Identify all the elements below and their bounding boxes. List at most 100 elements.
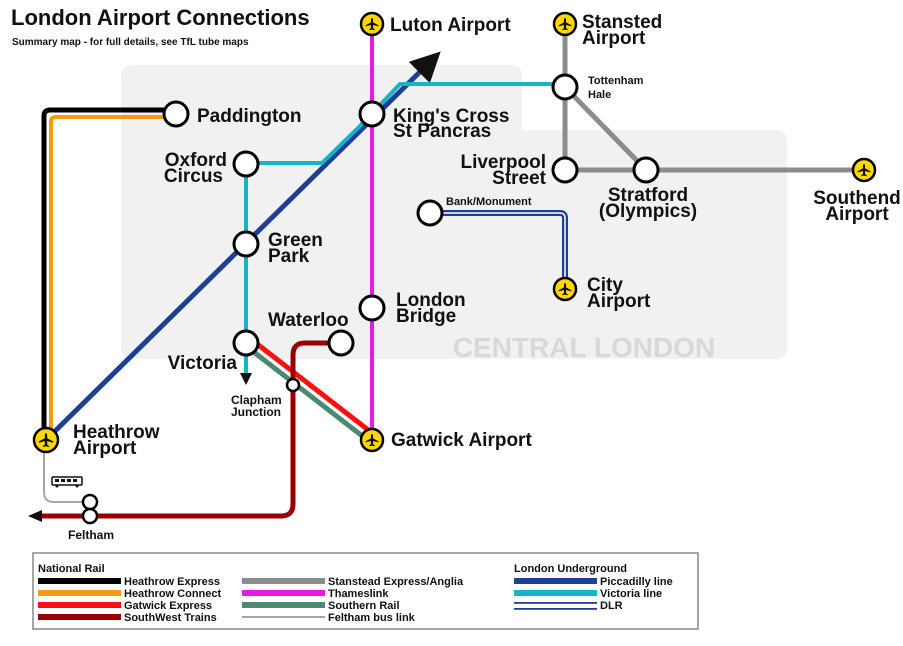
legend-item: Thameslink <box>242 588 389 600</box>
station-oxford-circus[interactable] <box>232 150 260 178</box>
label-luton: Luton Airport <box>390 15 511 36</box>
label-stratford-2: (Olympics) <box>599 201 697 222</box>
page-subtitle: Summary map - for full details, see TfL … <box>12 37 249 48</box>
label-oxford-1: Oxford <box>165 150 227 171</box>
legend-label: DLR <box>600 600 623 612</box>
label-waterloo: Waterloo <box>268 310 349 331</box>
label-stratford-1: Stratford <box>608 185 688 206</box>
legend-swatch <box>514 590 597 596</box>
station-feltham[interactable] <box>81 507 99 525</box>
legend-label: Thameslink <box>328 588 389 600</box>
airport-heathrow[interactable] <box>32 426 60 454</box>
legend-swatch <box>242 590 325 596</box>
airport-gatwick[interactable] <box>359 427 385 453</box>
zone-label: CENTRAL LONDON <box>453 332 715 363</box>
legend-label: Southern Rail <box>328 600 400 612</box>
legend-swatch <box>242 578 325 584</box>
label-london-bridge-2: Bridge <box>396 306 456 327</box>
label-paddington: Paddington <box>197 106 301 127</box>
legend-swatch <box>242 616 325 618</box>
line-heathrow-connect <box>49 115 170 430</box>
legend-label: Stanstead Express/Anglia <box>328 576 464 588</box>
label-london-bridge-1: London <box>396 290 466 311</box>
legend-item: Heathrow Express <box>38 576 220 588</box>
label-southend-2: Airport <box>825 204 889 225</box>
airport-southend[interactable] <box>851 157 877 183</box>
label-heathrow-1: Heathrow <box>73 422 160 443</box>
station-london-bridge[interactable] <box>358 294 386 322</box>
station-clapham-junction[interactable] <box>285 377 301 393</box>
label-liverpool-2: Street <box>492 168 547 189</box>
legend-swatch <box>38 578 121 584</box>
station-stratford[interactable] <box>632 156 660 184</box>
legend-label: Victoria line <box>600 588 662 600</box>
line-southern-rail <box>244 344 372 444</box>
label-stansted-1: Stansted <box>582 12 662 33</box>
page-title: London Airport Connections <box>11 5 310 30</box>
station-bank[interactable] <box>416 199 444 227</box>
label-southend-1: Southend <box>813 188 901 209</box>
legend-swatch <box>38 602 121 608</box>
label-city-2: Airport <box>587 291 651 312</box>
label-liverpool-1: Liverpool <box>460 152 546 173</box>
legend-item: Heathrow Connect <box>38 588 222 600</box>
legend-item: Southern Rail <box>242 600 400 612</box>
line-heathrow-express <box>41 107 176 438</box>
line-gatwick-express <box>250 338 378 438</box>
label-kings-cross-2: St Pancras <box>393 121 491 142</box>
label-feltham: Feltham <box>68 528 114 542</box>
label-city-1: City <box>587 275 623 296</box>
legend-item: DLR <box>514 600 623 612</box>
label-bank: Bank/Monument <box>446 196 532 208</box>
station-waterloo[interactable] <box>327 329 355 357</box>
southwest-arrow-icon <box>28 510 42 522</box>
station-green-park[interactable] <box>232 230 260 258</box>
airport-stansted[interactable] <box>552 11 578 37</box>
legend-label: SouthWest Trains <box>124 612 217 624</box>
legend-swatch <box>38 590 121 596</box>
line-feltham-bus <box>43 452 90 503</box>
legend-swatch <box>514 578 597 584</box>
legend-label: Piccadilly line <box>600 576 673 588</box>
legend-swatch <box>242 602 325 608</box>
label-gatwick: Gatwick Airport <box>391 430 532 451</box>
label-green-park-2: Park <box>268 246 310 267</box>
legend-item: Stanstead Express/Anglia <box>242 576 464 588</box>
legend-underground-title: London Underground <box>514 563 627 575</box>
legend-item: SouthWest Trains <box>38 612 217 624</box>
label-tottenham-2: Hale <box>588 89 611 101</box>
legend-label: Heathrow Connect <box>124 588 222 600</box>
legend-item: Piccadilly line <box>514 576 673 588</box>
legend-label: Gatwick Express <box>124 600 212 612</box>
bus-icon <box>51 476 83 488</box>
label-kings-cross-1: King's Cross <box>393 106 509 127</box>
line-southwest-trains <box>40 340 340 519</box>
legend-swatch <box>514 602 597 604</box>
legend-item: Feltham bus link <box>242 612 416 624</box>
legend-item: Gatwick Express <box>38 600 212 612</box>
legend-swatch <box>514 605 597 607</box>
airport-luton[interactable] <box>359 11 385 37</box>
station-feltham-top[interactable] <box>81 493 99 511</box>
station-liverpool-street[interactable] <box>551 156 579 184</box>
label-stansted-2: Airport <box>582 28 646 49</box>
label-victoria: Victoria <box>168 353 238 374</box>
station-victoria[interactable] <box>232 329 260 357</box>
legend-label: Feltham bus link <box>328 612 416 624</box>
station-kings-cross[interactable] <box>358 100 386 128</box>
label-heathrow-2: Airport <box>73 438 137 459</box>
airport-city[interactable] <box>552 276 578 302</box>
label-tottenham-1: Tottenham <box>588 75 644 87</box>
station-paddington[interactable] <box>162 100 190 128</box>
legend-swatch <box>38 614 121 620</box>
legend-item: Victoria line <box>514 588 662 600</box>
label-clapham-1: Clapham <box>231 393 282 407</box>
station-tottenham-hale[interactable] <box>551 73 579 101</box>
legend-label: Heathrow Express <box>124 576 220 588</box>
legend-swatch <box>514 608 597 610</box>
label-green-park-1: Green <box>268 230 323 251</box>
victoria-arrow-icon <box>240 373 252 385</box>
label-clapham-2: Junction <box>231 405 281 419</box>
label-oxford-2: Circus <box>164 166 223 187</box>
